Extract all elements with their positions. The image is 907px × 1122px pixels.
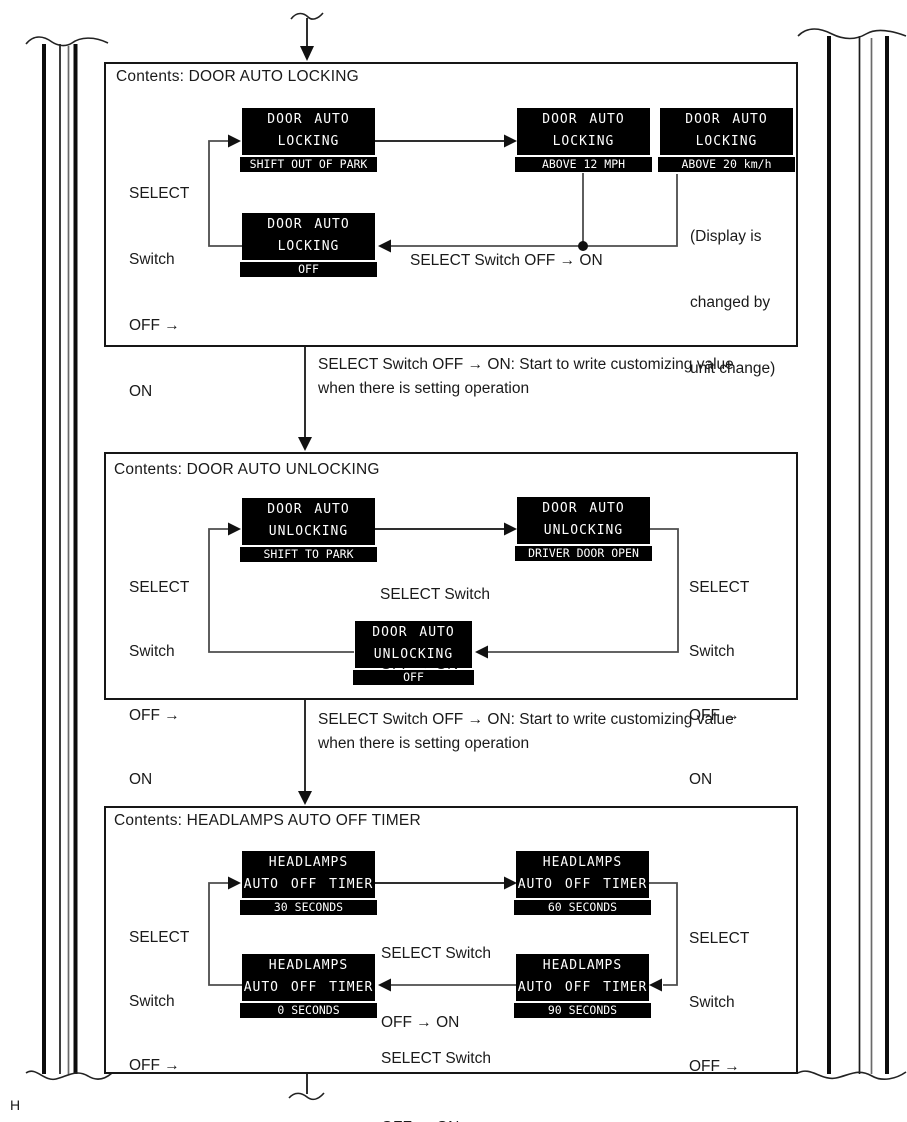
lcd-door-auto-locking-above-12-mph: DOOR AUTO LOCKING ABOVE 12 MPH bbox=[515, 108, 652, 172]
lcd-door-auto-unlocking-driver-door-open: DOOR AUTO UNLOCKING DRIVER DOOR OPEN bbox=[515, 497, 652, 561]
lcd-line1: DOOR AUTO bbox=[267, 112, 350, 127]
junction-dot bbox=[578, 241, 588, 251]
arrowhead-right-icon bbox=[504, 876, 517, 890]
continuation-squiggle-bottom bbox=[288, 1092, 325, 1101]
section1-select-switch-label: SELECT Switch OFF → ON bbox=[129, 185, 190, 400]
section2-title: Contents: DOOR AUTO UNLOCKING bbox=[114, 461, 380, 478]
arrowhead-left-icon bbox=[378, 978, 391, 992]
section1-return-label: SELECT Switch OFF → ON bbox=[410, 252, 603, 269]
section1-flow-lines bbox=[208, 134, 678, 253]
lcd-line2: AUTO OFF TIMER bbox=[243, 877, 374, 892]
section3-title: Contents: HEADLAMPS AUTO OFF TIMER bbox=[114, 812, 421, 829]
lcd-headlamps-30-seconds: HEADLAMPS AUTO OFF TIMER 30 SECONDS bbox=[240, 851, 377, 915]
right-page-break bbox=[797, 28, 907, 1081]
page-corner-mark: H bbox=[10, 1097, 21, 1113]
lcd-line1: DOOR AUTO bbox=[542, 112, 625, 127]
lcd-headlamps-90-seconds: HEADLAMPS AUTO OFF TIMER 90 SECONDS bbox=[514, 954, 651, 1018]
lcd-value: DRIVER DOOR OPEN bbox=[515, 546, 652, 561]
lcd-line1: HEADLAMPS bbox=[268, 958, 349, 973]
lcd-line2: LOCKING bbox=[277, 134, 340, 149]
lcd-line2: LOCKING bbox=[552, 134, 615, 149]
arrowhead-left-icon bbox=[649, 978, 662, 992]
lcd-line1: HEADLAMPS bbox=[542, 855, 623, 870]
lcd-line2: LOCKING bbox=[277, 239, 340, 254]
torn-edge-top-right bbox=[797, 28, 907, 40]
torn-edge-bottom-left bbox=[25, 1070, 113, 1081]
arrowhead-right-icon bbox=[228, 522, 241, 536]
section2-flow-lines bbox=[208, 522, 679, 659]
lcd-line2: AUTO OFF TIMER bbox=[243, 980, 374, 995]
lcd-value: ABOVE 20 km/h bbox=[658, 157, 795, 172]
section3-flow-lines bbox=[208, 876, 678, 992]
arrowhead-right-icon bbox=[228, 876, 241, 890]
arrowhead-left-icon bbox=[475, 645, 488, 659]
lcd-line1: DOOR AUTO bbox=[542, 501, 625, 516]
torn-edge-bottom-right bbox=[797, 1070, 907, 1081]
left-page-break bbox=[25, 36, 113, 1081]
lcd-door-auto-locking-off: DOOR AUTO LOCKING OFF bbox=[240, 213, 377, 277]
section2-right-select-label: SELECT Switch OFF → ON bbox=[689, 579, 750, 788]
lcd-door-auto-locking-above-20-kmh: DOOR AUTO LOCKING ABOVE 20 km/h bbox=[658, 108, 795, 172]
lcd-value: 0 SECONDS bbox=[240, 1003, 377, 1018]
section1-title: Contents: DOOR AUTO LOCKING bbox=[116, 68, 359, 85]
section3-right-select-label: SELECT Switch OFF → ON bbox=[689, 930, 750, 1075]
lcd-door-auto-locking-shift-out-of-park: DOOR AUTO LOCKING SHIFT OUT OF PARK bbox=[240, 108, 377, 172]
lcd-line2: UNLOCKING bbox=[543, 523, 624, 538]
lcd-line1: DOOR AUTO bbox=[267, 502, 350, 517]
lcd-value: SHIFT TO PARK bbox=[240, 547, 377, 562]
lcd-value: 30 SECONDS bbox=[240, 900, 377, 915]
arrowhead-left-icon bbox=[378, 239, 391, 253]
lcd-value: OFF bbox=[240, 262, 377, 277]
write-value-note-1: SELECT Switch OFF → ON: Start to write c… bbox=[318, 356, 734, 397]
connector-1-2 bbox=[298, 347, 312, 451]
lcd-door-auto-unlocking-off: DOOR AUTO UNLOCKING OFF bbox=[353, 621, 474, 685]
lcd-line2: UNLOCKING bbox=[268, 524, 349, 539]
lcd-value: OFF bbox=[353, 670, 474, 685]
arrowhead-right-icon bbox=[504, 522, 517, 536]
section3-mid-bottom-select-label: SELECT Switch OFF → ON bbox=[381, 1050, 491, 1122]
lcd-line1: DOOR AUTO bbox=[267, 217, 350, 232]
lcd-line1: HEADLAMPS bbox=[268, 855, 349, 870]
exit-connector bbox=[288, 1073, 325, 1101]
torn-edge-top-left bbox=[25, 36, 109, 47]
lcd-value: 90 SECONDS bbox=[514, 1003, 651, 1018]
lcd-headlamps-60-seconds: HEADLAMPS AUTO OFF TIMER 60 SECONDS bbox=[514, 851, 651, 915]
lcd-line1: DOOR AUTO bbox=[372, 625, 455, 640]
arrowhead-down-icon bbox=[300, 46, 314, 61]
continuation-squiggle-top bbox=[290, 12, 324, 20]
section-door-auto-locking bbox=[104, 62, 798, 347]
section-headlamps-auto-off-timer bbox=[104, 806, 798, 1074]
arrowhead-right-icon bbox=[504, 134, 517, 148]
lcd-line2: LOCKING bbox=[695, 134, 758, 149]
lcd-door-auto-unlocking-shift-to-park: DOOR AUTO UNLOCKING SHIFT TO PARK bbox=[240, 498, 377, 562]
section2-select-switch-label: SELECT Switch OFF → ON bbox=[129, 579, 190, 788]
write-value-note-2: SELECT Switch OFF → ON: Start to write c… bbox=[318, 711, 734, 752]
section3-mid-top-select-label: SELECT Switch OFF → ON bbox=[381, 945, 491, 1031]
unit-change-note: (Display is changed by unit change) bbox=[690, 228, 776, 377]
lcd-value: 60 SECONDS bbox=[514, 900, 651, 915]
lcd-headlamps-0-seconds: HEADLAMPS AUTO OFF TIMER 0 SECONDS bbox=[240, 954, 377, 1018]
lcd-value: ABOVE 12 MPH bbox=[515, 157, 652, 172]
section-door-auto-unlocking bbox=[104, 452, 798, 700]
arrowhead-right-icon bbox=[228, 134, 241, 148]
entry-connector bbox=[290, 12, 324, 61]
lcd-line2: AUTO OFF TIMER bbox=[517, 980, 648, 995]
arrowhead-down-icon bbox=[298, 437, 312, 451]
lcd-line1: HEADLAMPS bbox=[542, 958, 623, 973]
lcd-line2: AUTO OFF TIMER bbox=[517, 877, 648, 892]
connector-2-3 bbox=[298, 700, 312, 805]
lcd-line1: DOOR AUTO bbox=[685, 112, 768, 127]
arrowhead-down-icon bbox=[298, 791, 312, 805]
lcd-line2: UNLOCKING bbox=[373, 647, 454, 662]
section3-select-switch-label: SELECT Switch OFF → ON bbox=[129, 929, 190, 1122]
lcd-value: SHIFT OUT OF PARK bbox=[240, 157, 377, 172]
